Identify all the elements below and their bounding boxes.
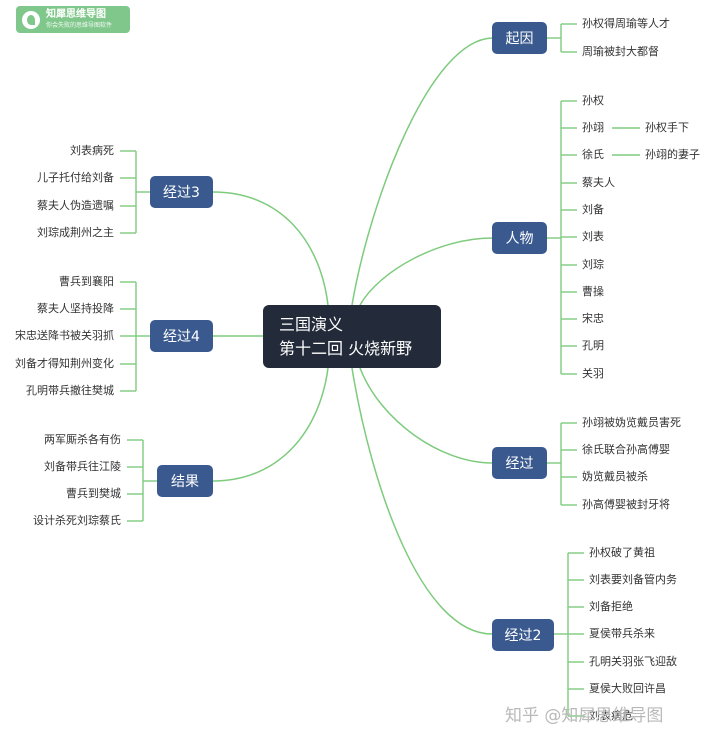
leaf-jingguo-3[interactable]: 孙高傅婴被封牙将 xyxy=(582,498,670,511)
leaf-jingguo2-2[interactable]: 刘备拒绝 xyxy=(589,600,633,613)
leaf-renwu-10[interactable]: 关羽 xyxy=(582,367,604,380)
leaf-renwu-1[interactable]: 孙翊 xyxy=(582,121,604,134)
leaf-qiyin-1[interactable]: 周瑜被封大都督 xyxy=(582,45,659,58)
topic-jieguo[interactable]: 结果 xyxy=(157,465,213,497)
connector-renwu xyxy=(359,237,493,306)
leaf-renwu-sub-xushi[interactable]: 孙翊的妻子 xyxy=(645,148,700,161)
central-topic-line1: 三国演义 xyxy=(279,314,344,334)
connector-jieguo xyxy=(212,367,329,482)
leaf-jingguo4-3[interactable]: 刘备才得知荆州变化 xyxy=(15,357,114,370)
leaf-renwu-7[interactable]: 曹操 xyxy=(582,285,604,298)
leaf-jingguo2-4[interactable]: 孔明关羽张飞迎敌 xyxy=(589,655,677,668)
leaf-qiyin-0[interactable]: 孙权得周瑜等人才 xyxy=(582,17,670,30)
connector-jingguo xyxy=(359,367,493,464)
logo: 知犀思维导图 你会失败的思维导图软件 xyxy=(16,6,130,33)
leaf-renwu-9[interactable]: 孔明 xyxy=(582,339,604,352)
leaf-renwu-2[interactable]: 徐氏 xyxy=(582,148,604,161)
leaf-jingguo2-1[interactable]: 刘表要刘备管内务 xyxy=(589,573,677,586)
leaf-jingguo2-5[interactable]: 夏侯大败回许昌 xyxy=(589,682,666,695)
leaf-jieguo-3[interactable]: 设计杀死刘琮蔡氏 xyxy=(33,514,121,527)
central-topic[interactable]: 三国演义 第十二回 火烧新野 xyxy=(263,305,441,368)
central-topic-line2: 第十二回 火烧新野 xyxy=(279,338,413,358)
leaf-jingguo3-1[interactable]: 儿子托付给刘备 xyxy=(37,171,114,184)
leaf-jingguo-1[interactable]: 徐氏联合孙高傅婴 xyxy=(582,443,670,456)
leaf-jingguo2-6[interactable]: 刘表病危 xyxy=(589,709,633,722)
leaf-jingguo-2[interactable]: 妫览戴员被杀 xyxy=(582,470,648,483)
topic-jingguo3[interactable]: 经过3 xyxy=(150,176,213,208)
topic-jingguo[interactable]: 经过 xyxy=(492,447,547,479)
leaf-jingguo2-0[interactable]: 孙权破了黄祖 xyxy=(589,546,655,559)
leaf-jingguo4-4[interactable]: 孔明带兵撤往樊城 xyxy=(26,384,114,397)
topic-jingguo2[interactable]: 经过2 xyxy=(492,619,554,651)
leaf-jingguo4-1[interactable]: 蔡夫人坚持投降 xyxy=(37,302,114,315)
leaf-renwu-8[interactable]: 宋忠 xyxy=(582,312,604,325)
logo-name: 知犀思维导图 xyxy=(46,8,106,20)
leaf-jingguo4-0[interactable]: 曹兵到襄阳 xyxy=(59,275,114,288)
leaf-renwu-3[interactable]: 蔡夫人 xyxy=(582,176,615,189)
connector-jingguo3 xyxy=(212,191,329,306)
leaf-renwu-0[interactable]: 孙权 xyxy=(582,94,604,107)
leaf-renwu-sub-sunyi[interactable]: 孙权手下 xyxy=(645,121,689,134)
leaf-jieguo-1[interactable]: 刘备带兵往江陵 xyxy=(44,460,121,473)
leaf-jingguo3-3[interactable]: 刘琮成荆州之主 xyxy=(37,226,114,239)
leaf-jingguo3-0[interactable]: 刘表病死 xyxy=(70,144,114,157)
leaf-jingguo-0[interactable]: 孙翊被妫览戴员害死 xyxy=(582,416,681,429)
topic-jingguo4[interactable]: 经过4 xyxy=(150,320,213,352)
connector-jingguo2 xyxy=(351,367,493,635)
watermark: 知乎 @知犀思维导图 xyxy=(505,706,664,726)
leaf-jingguo3-2[interactable]: 蔡夫人伪造遗嘱 xyxy=(37,199,114,212)
leaf-jieguo-0[interactable]: 两军厮杀各有伤 xyxy=(44,433,121,446)
leaf-renwu-4[interactable]: 刘备 xyxy=(582,203,604,216)
leaf-renwu-6[interactable]: 刘琮 xyxy=(582,258,604,271)
topic-renwu[interactable]: 人物 xyxy=(492,222,547,254)
leaf-jingguo4-2[interactable]: 宋忠送降书被关羽抓 xyxy=(15,329,114,342)
topic-qiyin[interactable]: 起因 xyxy=(492,22,547,54)
connector-qiyin xyxy=(351,37,493,306)
logo-icon xyxy=(22,10,40,29)
logo-tagline: 你会失败的思维导图软件 xyxy=(46,21,113,29)
leaf-jingguo2-3[interactable]: 夏侯带兵杀来 xyxy=(589,627,655,640)
leaf-jieguo-2[interactable]: 曹兵到樊城 xyxy=(66,487,121,500)
leaf-renwu-5[interactable]: 刘表 xyxy=(582,230,604,243)
